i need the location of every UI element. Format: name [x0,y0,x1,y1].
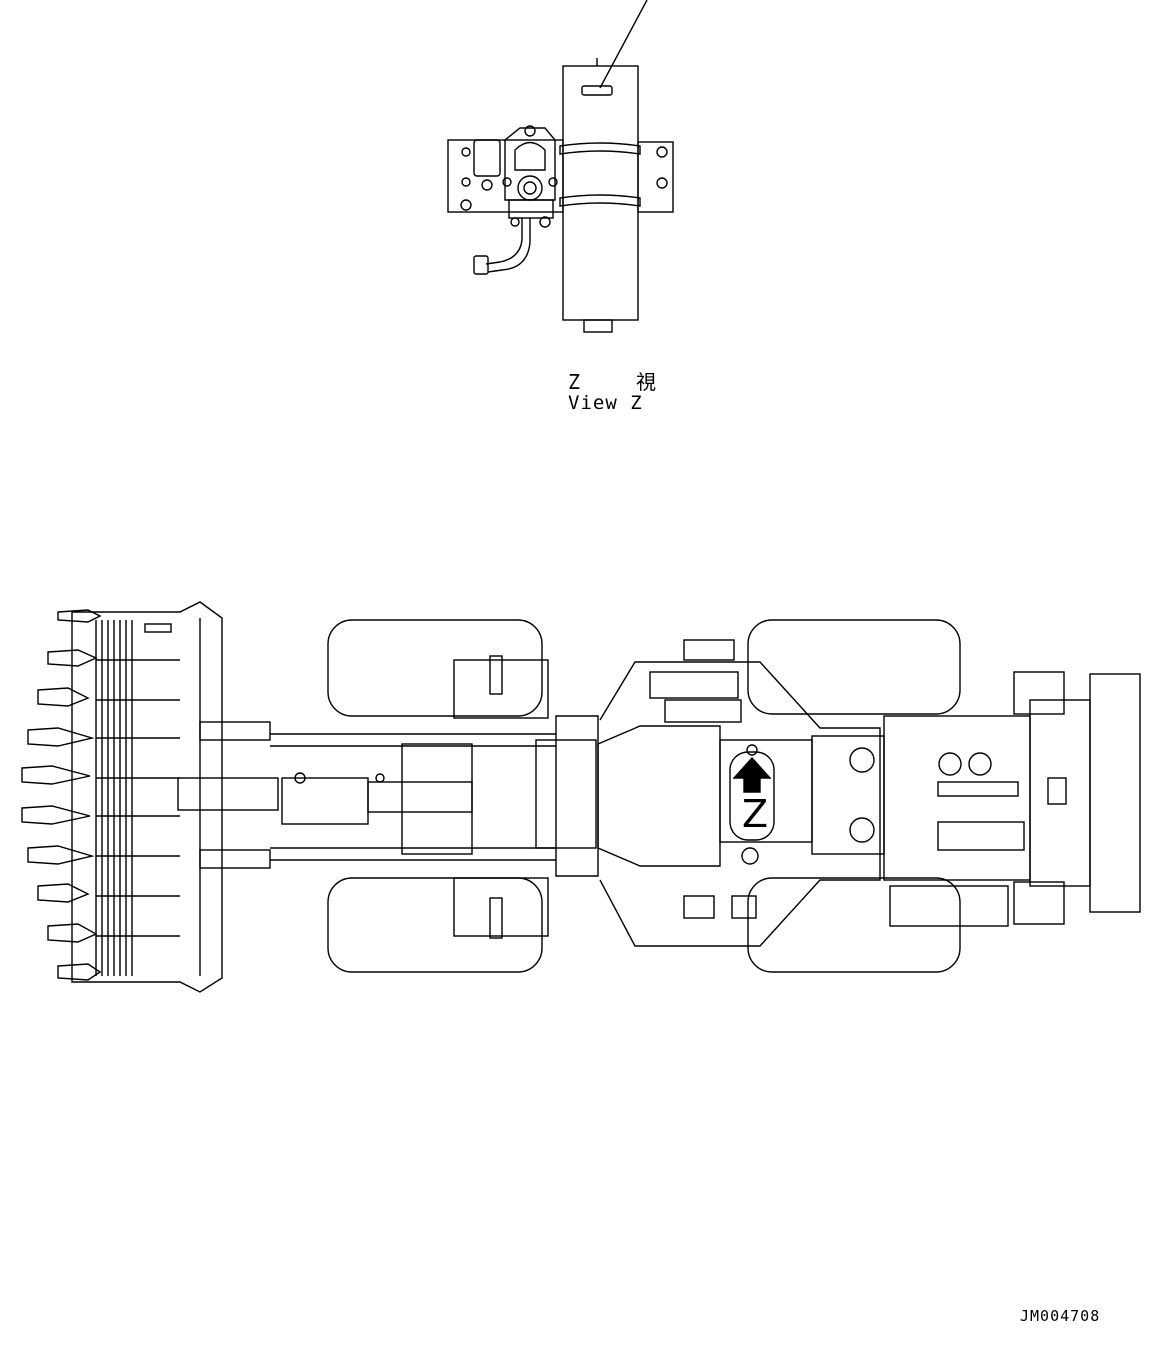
bucket [71,601,223,993]
rear-frame [599,639,881,947]
leader-line [599,0,648,89]
rear-right-tire [747,877,961,973]
front-right-tire [327,877,543,973]
hose-fitting [473,255,489,275]
detail-view-z [447,0,674,333]
tank-band-lower [559,194,641,207]
lift-arms [177,721,597,869]
drawing-number: JM004708 [1020,1307,1101,1325]
front-tires [327,619,549,973]
front-left-tire [327,619,543,717]
right-bracket [637,141,674,213]
bucket-teeth [21,609,102,981]
hose [485,218,523,265]
tank-band-upper [559,142,641,155]
solenoid-valve [473,139,501,177]
view-z-letter: Z [742,792,769,836]
tank-drain [583,319,613,333]
wheel-loader-top-view [21,601,1141,993]
tank-body [562,65,639,321]
bucket-cylinder [367,781,473,813]
rear-tires [747,619,961,973]
tank-label-plate [581,85,613,96]
rear-counterweight [1089,673,1141,913]
view-z-label-jp: Z 視 [568,370,675,394]
engine-hood [811,671,1141,927]
view-z-label-en: View Z [568,392,643,414]
rear-left-tire [747,619,961,715]
center-hinge [555,715,721,877]
view-z-marker [729,744,775,865]
pump-head [504,127,556,201]
